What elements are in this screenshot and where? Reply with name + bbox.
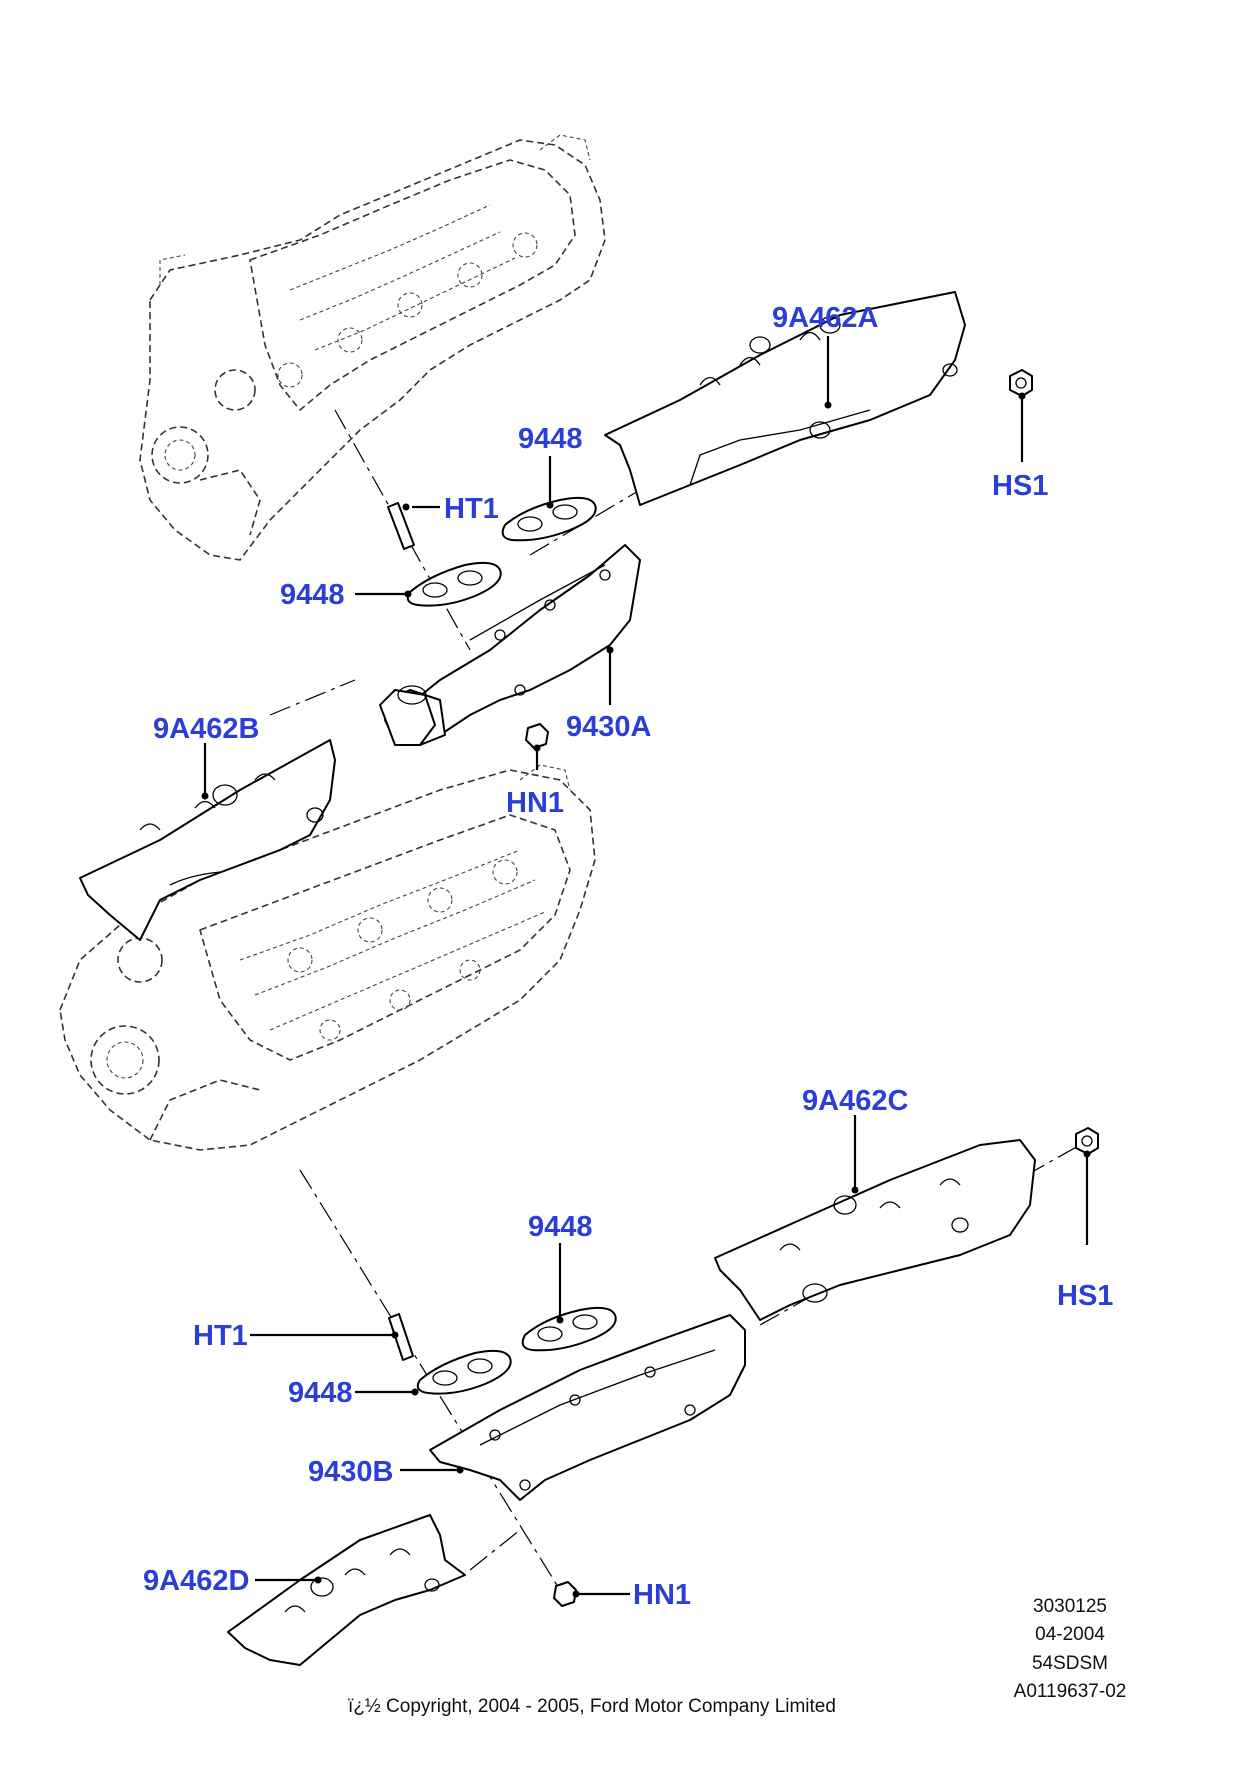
callout-hn1: HN1 <box>506 787 564 819</box>
assembly-axis-line <box>529 489 641 556</box>
drawing-date: 04-2004 <box>1035 1624 1105 1645</box>
callout-9430b: 9430B <box>308 1456 393 1488</box>
engine-block-lower-icon <box>59 764 596 1151</box>
exhaust-manifold-b-icon <box>429 1314 746 1501</box>
callout-ht1: HT1 <box>444 493 499 525</box>
assembly-axis-line <box>334 409 471 651</box>
assembly-axis-line <box>469 1529 521 1571</box>
heat-shield-c-icon <box>714 1139 1036 1321</box>
nut-hn1-lower-icon <box>553 1581 577 1607</box>
gasket-upper-icon <box>501 496 597 542</box>
illustration-id: A0119637-02 <box>1014 1681 1127 1702</box>
gasket-lower-icon <box>406 561 502 607</box>
callout-9a462a: 9A462A <box>772 302 878 334</box>
heat-shield-a-icon <box>604 291 966 506</box>
exhaust-manifold-a-icon <box>379 544 641 746</box>
bolt-hs1-icon <box>1009 369 1033 397</box>
callout-hn1-lower: HN1 <box>633 1579 691 1611</box>
callout-9a462b: 9A462B <box>153 713 259 745</box>
callout-9a462d: 9A462D <box>143 1565 249 1597</box>
callout-ht1-lower: HT1 <box>193 1320 248 1352</box>
callout-9448-lower-lower: 9448 <box>288 1377 353 1409</box>
heat-shield-d-icon <box>227 1514 466 1666</box>
callout-9448-upper-lower: 9448 <box>528 1211 593 1243</box>
callout-hs1: HS1 <box>992 470 1048 502</box>
callout-9448-lower: 9448 <box>280 579 345 611</box>
bolt-hs1-lower-icon <box>1075 1127 1099 1155</box>
stud-ht1-lower-icon <box>388 1313 414 1361</box>
drawing-number: 3030125 <box>1033 1596 1107 1617</box>
nut-hn1-icon <box>525 723 549 749</box>
copyright-notice: ï¿½ Copyright, 2004 - 2005, Ford Motor C… <box>348 1696 836 1717</box>
stud-ht1-icon <box>387 502 415 550</box>
callout-9430a: 9430A <box>566 711 652 743</box>
callout-9448-upper: 9448 <box>518 423 583 455</box>
heat-shield-b-icon <box>79 739 336 941</box>
assembly-axis-line <box>269 679 356 716</box>
model-code: 54SDSM <box>1032 1653 1108 1674</box>
callout-9a462c: 9A462C <box>802 1085 908 1117</box>
engine-block-upper-icon <box>139 134 606 561</box>
gasket-upper-lower-assembly-icon <box>521 1306 617 1352</box>
gasket-lower-lower-assembly-icon <box>416 1349 512 1395</box>
callout-hs1-lower: HS1 <box>1057 1280 1113 1312</box>
